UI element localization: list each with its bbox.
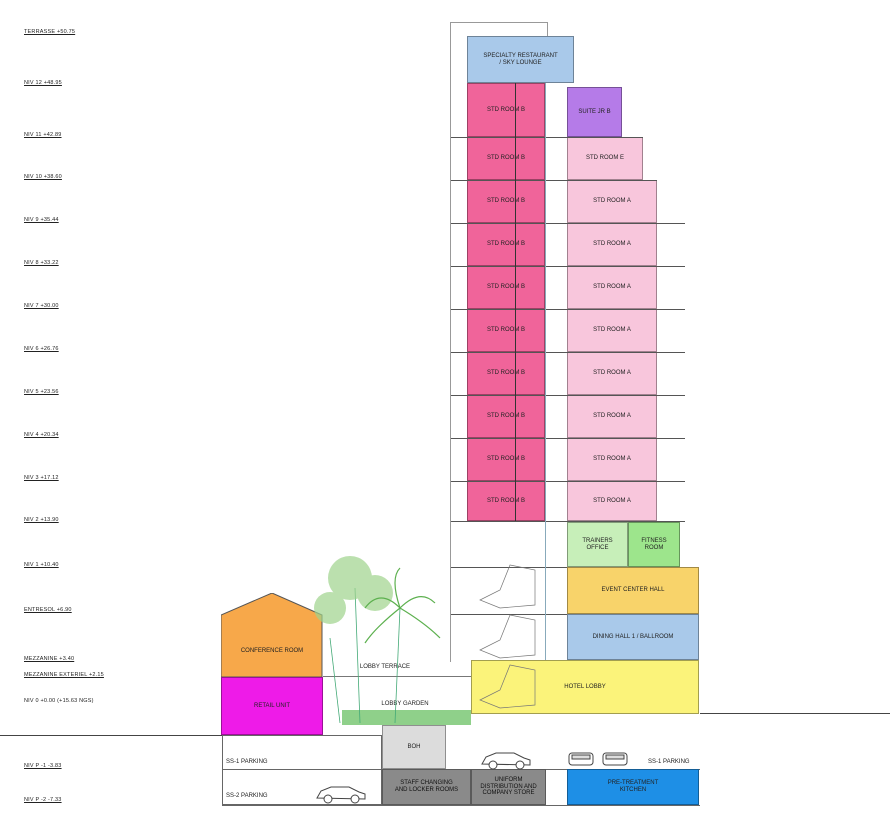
basement-floor-line bbox=[222, 805, 700, 806]
room-lobby-garden-strip bbox=[342, 710, 471, 725]
car-icon bbox=[481, 752, 531, 770]
floor-line bbox=[450, 266, 685, 267]
room-pre-treatment-kitchen: PRE-TREATMENT KITCHEN bbox=[567, 769, 699, 805]
level-label-terrasse: TERRASSE +50.75 bbox=[24, 29, 76, 35]
room-std-a: STD ROOM A bbox=[567, 395, 657, 438]
tree-illustration bbox=[314, 556, 441, 724]
room-boh: BOH bbox=[382, 725, 446, 769]
car-icon bbox=[316, 786, 366, 804]
label-lobby-terrace: LOBBY TERRACE bbox=[359, 664, 411, 670]
label-ss1-parking: SS-1 PARKING bbox=[226, 759, 268, 765]
level-label-entresol: ENTRESOL +6.90 bbox=[24, 607, 72, 613]
stair-illustration bbox=[479, 564, 536, 709]
floor-line bbox=[450, 137, 643, 138]
room-std-b: STD ROOM B bbox=[467, 309, 545, 352]
room-std-a: STD ROOM A bbox=[567, 352, 657, 395]
level-label-niv0: NIV 0 +0.00 (+15.63 NGS) bbox=[24, 698, 94, 704]
room-uniform-distribution: UNIFORM DISTRIBUTION AND COMPANY STORE bbox=[471, 769, 546, 805]
level-label-niv8: NIV 8 +33.22 bbox=[24, 260, 59, 266]
room-std-b: STD ROOM B bbox=[467, 223, 545, 266]
conference-room-shape bbox=[221, 593, 323, 678]
core-line bbox=[515, 83, 516, 521]
core-wall bbox=[545, 83, 546, 713]
level-label-niv1: NIV 1 +10.40 bbox=[24, 562, 59, 568]
level-label-niv7: NIV 7 +30.00 bbox=[24, 303, 59, 309]
room-fitness: FITNESS ROOM bbox=[628, 522, 680, 567]
room-std-b: STD ROOM B bbox=[467, 395, 545, 438]
level-label-niv11: NIV 11 +42.89 bbox=[24, 132, 62, 138]
level-label-mezzanine-ext: MEZZANINE EXTERIEL +2.15 bbox=[24, 672, 104, 678]
room-std-a: STD ROOM A bbox=[567, 180, 657, 223]
room-hotel-lobby: HOTEL LOBBY bbox=[471, 660, 699, 714]
level-label-niv10: NIV 10 +38.60 bbox=[24, 174, 62, 180]
room-std-b: STD ROOM B bbox=[467, 137, 545, 180]
room-std-b: STD ROOM B bbox=[467, 438, 545, 481]
level-label-p1: NIV P -1 -3.83 bbox=[24, 763, 62, 769]
floor-line bbox=[450, 438, 685, 439]
room-std-a: STD ROOM A bbox=[567, 438, 657, 481]
room-suite-jr-b: SUITE JR B bbox=[567, 87, 622, 137]
floor-line bbox=[450, 481, 685, 482]
level-label-niv4: NIV 4 +20.34 bbox=[24, 432, 59, 438]
level-label-mezzanine: MEZZANINE +3.40 bbox=[24, 656, 75, 662]
room-std-a: STD ROOM A bbox=[567, 309, 657, 352]
room-std-b: STD ROOM B bbox=[467, 352, 545, 395]
floor-line bbox=[450, 223, 685, 224]
level-label-niv5: NIV 5 +23.56 bbox=[24, 389, 59, 395]
floor-line bbox=[450, 395, 685, 396]
room-std-b: STD ROOM B bbox=[467, 481, 545, 521]
room-std-b: STD ROOM B bbox=[467, 180, 545, 223]
level-label-niv6: NIV 6 +26.76 bbox=[24, 346, 59, 352]
label-ss2-parking: SS-2 PARKING bbox=[226, 793, 268, 799]
room-dining-hall: DINING HALL 1 / BALLROOM bbox=[567, 614, 699, 660]
floor-line bbox=[450, 352, 685, 353]
room-staff-changing: STAFF CHANGING AND LOCKER ROOMS bbox=[382, 769, 471, 805]
room-event-center-hall: EVENT CENTER HALL bbox=[567, 567, 699, 614]
level-label-niv12: NIV 12 +48.95 bbox=[24, 80, 62, 86]
car-front-icon bbox=[602, 752, 628, 766]
level-label-niv9: NIV 9 +35.44 bbox=[24, 217, 59, 223]
room-std-b: STD ROOM B bbox=[467, 266, 545, 309]
level-label-niv2: NIV 2 +13.90 bbox=[24, 517, 59, 523]
room-std-e: STD ROOM E bbox=[567, 137, 643, 180]
roof-parapet bbox=[450, 22, 548, 36]
room-trainers-office: TRAINERS OFFICE bbox=[567, 522, 628, 567]
basement-left-zone bbox=[222, 735, 382, 805]
label-lobby-garden: LOBBY GARDEN bbox=[381, 701, 429, 707]
ground-line-left bbox=[0, 735, 222, 736]
level-label-niv3: NIV 3 +17.12 bbox=[24, 475, 59, 481]
label-ss1-parking-right: SS-1 PARKING bbox=[648, 759, 690, 765]
floor-line bbox=[450, 521, 685, 522]
tower-wall-left bbox=[450, 22, 451, 662]
ground-line-right bbox=[700, 713, 890, 714]
floor-line bbox=[450, 180, 657, 181]
room-std-b: STD ROOM B bbox=[467, 83, 545, 137]
floor-line bbox=[450, 309, 685, 310]
room-sky-lounge: SPECIALTY RESTAURANT / SKY LOUNGE bbox=[467, 36, 574, 83]
room-std-a: STD ROOM A bbox=[567, 481, 657, 521]
room-retail-unit: RETAIL UNIT bbox=[221, 677, 323, 735]
room-std-a: STD ROOM A bbox=[567, 223, 657, 266]
room-std-a: STD ROOM A bbox=[567, 266, 657, 309]
label-conference-room: CONFERENCE ROOM bbox=[240, 648, 304, 654]
level-label-p2: NIV P -2 -7.33 bbox=[24, 797, 62, 803]
car-front-icon bbox=[568, 752, 594, 766]
